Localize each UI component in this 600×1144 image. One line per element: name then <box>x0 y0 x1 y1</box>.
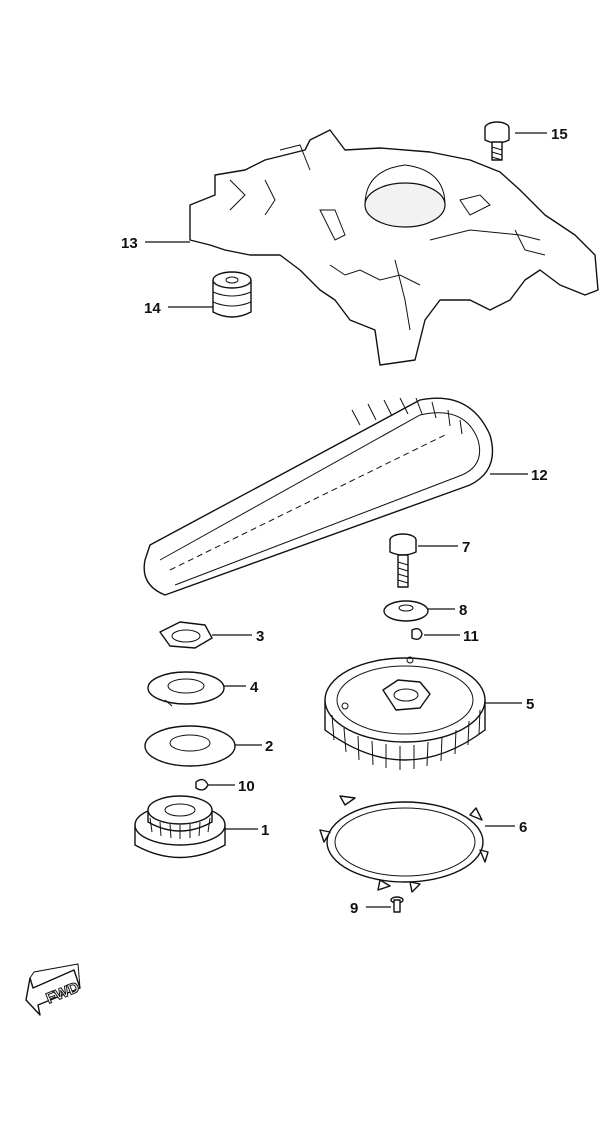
rubber-mount-14 <box>212 271 252 318</box>
callout-3: 3 <box>256 628 264 645</box>
screw-9 <box>390 896 404 913</box>
callout-9: 9 <box>350 900 358 917</box>
small-pulley-1 <box>134 795 226 859</box>
callout-13: 13 <box>121 235 138 252</box>
leader-lines <box>145 132 547 908</box>
callout-11: 11 <box>463 628 479 645</box>
plate-2 <box>144 725 236 767</box>
bolt-15 <box>484 121 510 161</box>
timing-belt-12 <box>143 397 494 596</box>
belt-cover-13 <box>189 129 599 366</box>
callout-10: 10 <box>238 778 255 795</box>
callout-4: 4 <box>250 679 259 696</box>
callout-7: 7 <box>462 539 470 556</box>
callout-2: 2 <box>265 738 273 755</box>
callout-8: 8 <box>459 602 467 619</box>
fwd-arrow-icon: FWD <box>25 963 82 1016</box>
callout-14: 14 <box>144 300 161 317</box>
callout-12: 12 <box>531 467 548 484</box>
callout-15: 15 <box>551 126 568 143</box>
washer-8 <box>383 600 429 622</box>
key-10 <box>195 778 209 791</box>
bolt-7 <box>389 533 417 588</box>
nut-3 <box>159 621 213 649</box>
key-11 <box>411 627 423 641</box>
ring-plate-6 <box>319 795 489 893</box>
large-pulley-5 <box>324 656 486 770</box>
callout-6: 6 <box>519 819 527 836</box>
callout-1: 1 <box>261 822 269 839</box>
lock-washer-4 <box>147 671 225 707</box>
callout-labels: 15 13 14 12 7 8 11 3 4 5 2 10 6 1 9 <box>121 126 568 917</box>
callout-5: 5 <box>526 696 534 713</box>
